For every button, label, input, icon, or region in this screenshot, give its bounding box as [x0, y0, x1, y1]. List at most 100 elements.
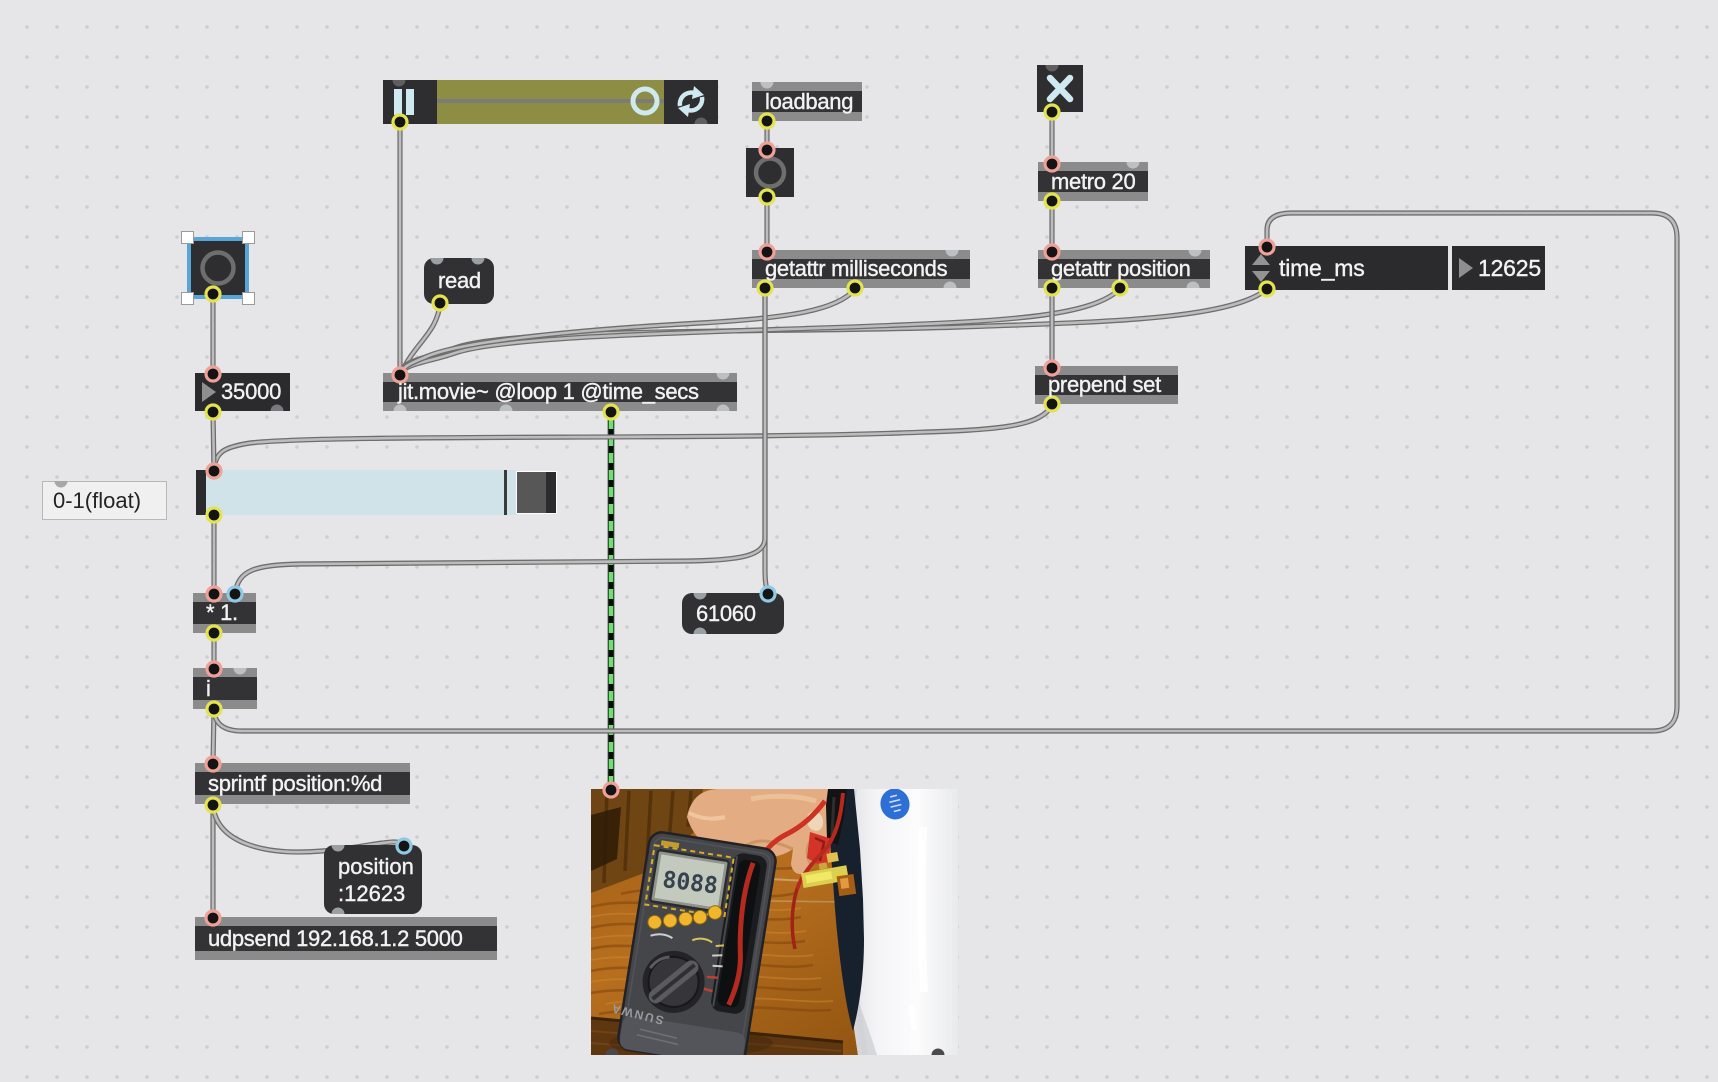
outlet-loadbang[interactable]	[758, 112, 776, 130]
inlet-hot-int[interactable]	[205, 660, 223, 678]
outlet-unused-getattrpos-right[interactable]	[1186, 281, 1200, 289]
selection-handle[interactable]	[181, 292, 194, 305]
outlet-time-ms[interactable]	[1258, 280, 1276, 298]
object-loadbang[interactable]: loadbang	[752, 82, 862, 121]
outlet-getattr-milliseconds-left[interactable]	[756, 279, 774, 297]
outlet-metro[interactable]	[1043, 192, 1061, 210]
outlet-jit-movie-matrix[interactable]	[602, 403, 620, 421]
dial-markings	[691, 937, 725, 948]
number-box-time-ms[interactable]: time_ms	[1245, 246, 1448, 290]
pause-icon[interactable]	[406, 89, 414, 115]
selection-handle[interactable]	[181, 231, 194, 244]
outlet-read-message[interactable]	[431, 294, 449, 312]
inlet-hot-sprintf[interactable]	[204, 755, 222, 773]
outlet-getattr-position-middle[interactable]	[1111, 279, 1129, 297]
outlet-multiply[interactable]	[205, 624, 223, 642]
inlet-unused-metro-right[interactable]	[1126, 162, 1140, 169]
object-multiply[interactable]: * 1.	[193, 593, 256, 633]
inlet-hot-getattr-milliseconds[interactable]	[758, 243, 776, 261]
bang-button-selected[interactable]	[191, 241, 245, 295]
jit-pwindow-video-preview[interactable]: 8088	[590, 788, 958, 1068]
outlet-unused-getattrms-right[interactable]	[943, 281, 957, 289]
inlet-hot-hslider[interactable]	[205, 462, 223, 480]
selection-handle[interactable]	[242, 292, 255, 305]
inlet-hot-jit-movie[interactable]	[391, 366, 409, 384]
outlet-unused-number-35000-right[interactable]	[270, 404, 284, 412]
inlet-hot-udpsend[interactable]	[204, 909, 222, 927]
object-int[interactable]: i	[193, 668, 257, 709]
bang-circle-icon	[200, 250, 236, 286]
loop-icon[interactable]	[677, 86, 705, 117]
inlet-unused-getattrpos-right[interactable]	[1188, 250, 1202, 257]
spinner-down-icon[interactable]	[1252, 271, 1270, 282]
inlet-unused-getattrms-right[interactable]	[945, 250, 959, 257]
inlet-unused-int-right[interactable]	[233, 668, 247, 675]
outlet-prepend-set[interactable]	[1043, 395, 1061, 413]
inlet-unused-jit-movie-right[interactable]	[716, 373, 730, 380]
object-jit-movie[interactable]: jit.movie~ @loop 1 @time_secs	[383, 373, 737, 411]
outlet-int[interactable]	[205, 700, 223, 718]
inlet-unused-loadbang[interactable]	[760, 82, 774, 89]
outlet-unused-jit-movie-2[interactable]	[499, 404, 513, 412]
outlet-unused-pwindow-right[interactable]	[931, 1048, 945, 1056]
appliance-highlight	[917, 826, 928, 993]
hslider-track[interactable]	[206, 470, 517, 515]
inlet-unused-read-right[interactable]	[471, 258, 485, 265]
object-udpsend[interactable]: udpsend 192.168.1.2 5000	[195, 917, 497, 960]
inlet-unused-playbar[interactable]	[392, 80, 406, 87]
inlet-cold-message-61060[interactable]	[759, 585, 777, 603]
outlet-playbar[interactable]	[391, 113, 409, 131]
outlet-unused-jit-movie-4[interactable]	[716, 404, 730, 412]
slot-edge-highlight	[712, 856, 738, 1007]
toggle[interactable]	[1037, 65, 1083, 112]
comment-box[interactable]: 0-1(float)	[42, 481, 167, 520]
inlet-cold-multiply[interactable]	[226, 585, 244, 603]
inlet-hot-time-ms[interactable]	[1258, 238, 1276, 256]
outlet-unused-position[interactable]	[331, 907, 345, 915]
inlet-cold-message-position[interactable]	[395, 837, 413, 855]
hslider-knob[interactable]	[516, 471, 557, 514]
outlet-getattr-position-left[interactable]	[1043, 279, 1061, 297]
outlet-unused-jit-movie-1[interactable]	[393, 404, 407, 412]
message-position[interactable]: position :12623	[324, 845, 422, 914]
inlet-unused-toggle[interactable]	[1045, 65, 1059, 72]
multimeter-buttons	[647, 905, 723, 930]
playbar-knob[interactable]	[630, 86, 660, 116]
outlet-toggle[interactable]	[1043, 103, 1061, 121]
inlet-unused-position-left[interactable]	[331, 845, 345, 852]
outlet-unused-61060[interactable]	[693, 627, 707, 634]
outlet-sprintf[interactable]	[204, 796, 222, 814]
outlet-hslider[interactable]	[205, 506, 223, 524]
outlet-bang-button-selected[interactable]	[204, 285, 222, 303]
object-prepend-set[interactable]: prepend set	[1035, 366, 1178, 404]
outlet-unused-pwindow-left[interactable]	[605, 1048, 619, 1056]
hslider[interactable]	[196, 470, 558, 515]
inlet-unused-read-left[interactable]	[430, 258, 444, 265]
inlet-hot-multiply[interactable]	[205, 585, 223, 603]
selection-handle[interactable]	[242, 231, 255, 244]
number-35000-value[interactable]: 35000	[221, 379, 282, 404]
dial-markings-red	[702, 975, 718, 993]
inlet-unused-61060-left[interactable]	[693, 593, 707, 600]
outlet-number-35000[interactable]	[204, 403, 222, 421]
inlet-hot-prepend-set[interactable]	[1043, 359, 1061, 377]
outlet-bang-button[interactable]	[758, 188, 776, 206]
inlet-hot-bang-button[interactable]	[758, 141, 776, 159]
time-ms-value[interactable]: 12625	[1478, 254, 1542, 281]
inlet-hot-getattr-position[interactable]	[1043, 243, 1061, 261]
outlet-getattr-milliseconds-middle[interactable]	[846, 279, 864, 297]
dark-gap	[827, 789, 864, 1031]
hslider-left-cap	[196, 470, 206, 515]
pause-icon[interactable]	[394, 89, 402, 115]
inlet-hot-pwindow[interactable]	[602, 781, 620, 799]
spinner-up-icon[interactable]	[1252, 254, 1270, 265]
outlet-unused-playbar-right[interactable]	[694, 117, 708, 125]
number-box-time-ms-value[interactable]: 12625	[1452, 246, 1545, 290]
inlet-hot-metro[interactable]	[1043, 155, 1061, 173]
message-position-line1: position	[338, 854, 414, 879]
playbar[interactable]	[383, 80, 718, 124]
inlet-hot-number-35000[interactable]	[204, 365, 222, 383]
object-loadbang-text: loadbang	[765, 88, 854, 114]
object-sprintf[interactable]: sprintf position:%d	[195, 763, 410, 804]
